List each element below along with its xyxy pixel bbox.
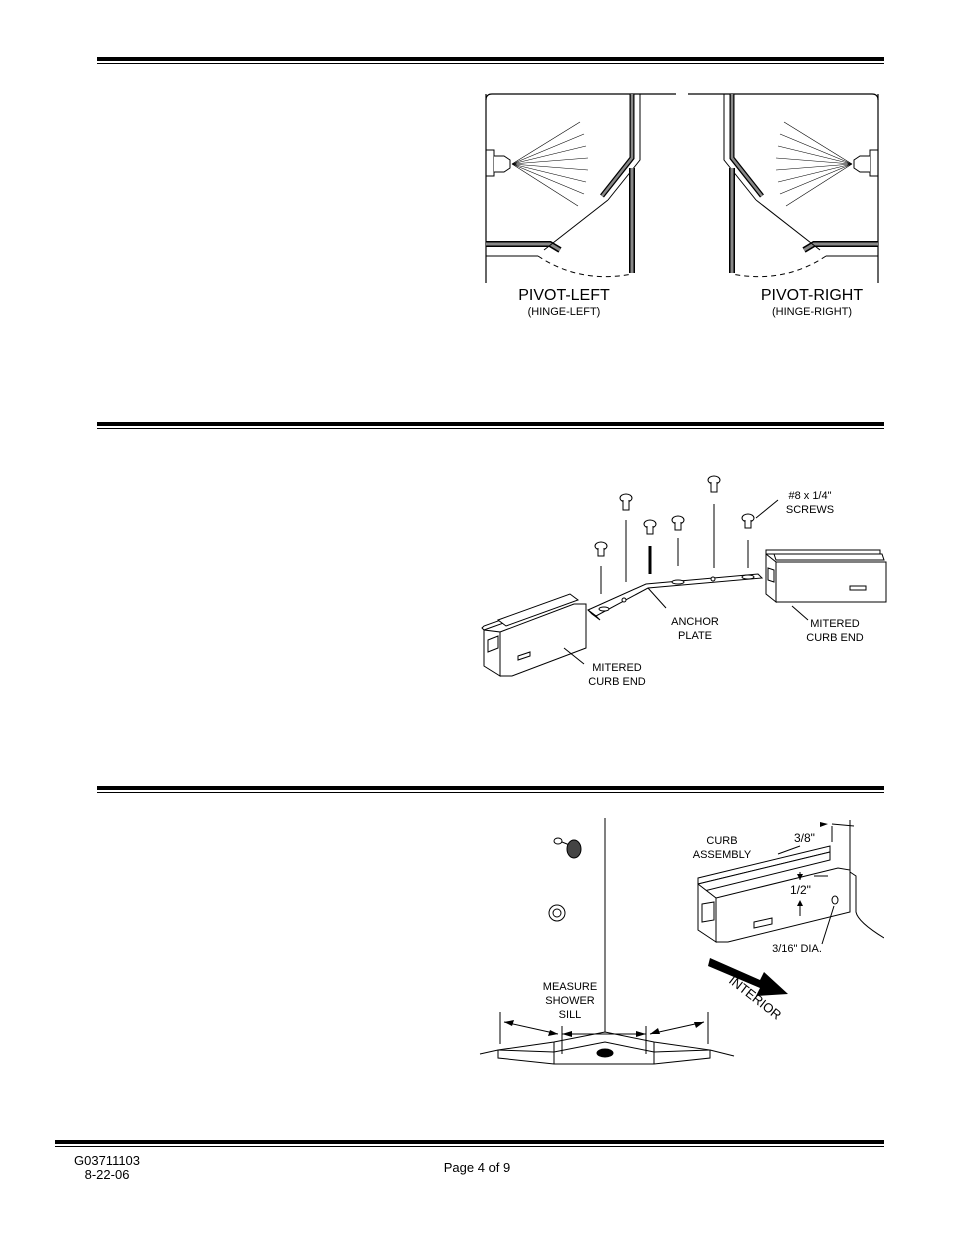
screw-1: [594, 541, 608, 594]
section-rule-2: [97, 422, 884, 429]
curb-label-line1: CURB: [706, 835, 737, 847]
measure-label-line3: SILL: [559, 1009, 582, 1021]
dim-three-eighths: 3/8": [794, 831, 815, 845]
mitered-right-label-line1: MITERED: [810, 618, 860, 630]
footer-doc-info: G03711103 8-22-06: [74, 1154, 140, 1182]
anchor-label-line1: ANCHOR: [671, 616, 719, 628]
screw-6: [741, 513, 755, 568]
screw-3: [643, 519, 657, 574]
valve-handle: [548, 904, 566, 922]
shower-sill: [479, 1031, 735, 1065]
pivot-left-title: PIVOT-LEFT: [518, 287, 610, 304]
mitered-curb-end-right: [765, 549, 887, 604]
screw-4: [671, 515, 685, 566]
curb-assembly: [697, 820, 884, 943]
section-rule-3: [97, 786, 884, 793]
measure-label-line1: MEASURE: [543, 981, 597, 993]
curb-label-line2: ASSEMBLY: [693, 849, 752, 861]
dim-one-half: 1/2": [790, 883, 811, 897]
page-number: Page 4 of 9: [443, 1160, 511, 1175]
anchor-label-line2: PLATE: [678, 630, 712, 642]
screws-label-line1: #8 x 1/4": [788, 490, 831, 502]
dim-diameter: 3/16" DIA.: [772, 943, 822, 955]
measure-label-line2: SHOWER: [545, 995, 595, 1007]
anchor-plate: [587, 573, 764, 621]
pivot-right-subtitle: (HINGE-RIGHT): [772, 306, 852, 318]
screw-5: [707, 475, 721, 568]
interior-arrow: [708, 958, 788, 996]
doc-number: G03711103: [74, 1153, 141, 1168]
screw-2: [619, 493, 633, 582]
footer-rule: [55, 1140, 884, 1147]
anchor-plate-figure: #8 x 1/4" SCREWS ANCHOR PLATE MITERED CU…: [481, 475, 887, 688]
shower-head: [553, 837, 582, 859]
section-rule-1: [97, 57, 884, 64]
mitered-right-label-line2: CURB END: [806, 632, 864, 644]
pivot-right-title: PIVOT-RIGHT: [761, 287, 863, 304]
mitered-left-label-line1: MITERED: [592, 662, 642, 674]
mitered-curb-end-left: [481, 593, 587, 677]
screws-label-line2: SCREWS: [786, 504, 834, 516]
mitered-left-label-line2: CURB END: [588, 676, 646, 688]
screw-set: [594, 475, 755, 594]
doc-date: 8-22-06: [84, 1167, 130, 1182]
pivot-direction-figure: PIVOT-LEFT (HINGE-LEFT) PIVOT-RIGHT (HIN…: [485, 93, 879, 318]
pivot-left-subtitle: (HINGE-LEFT): [528, 306, 601, 318]
curb-measure-figure: MEASURE SHOWER SILL CURB ASSEMBLY 3/8" 1…: [479, 818, 884, 1065]
